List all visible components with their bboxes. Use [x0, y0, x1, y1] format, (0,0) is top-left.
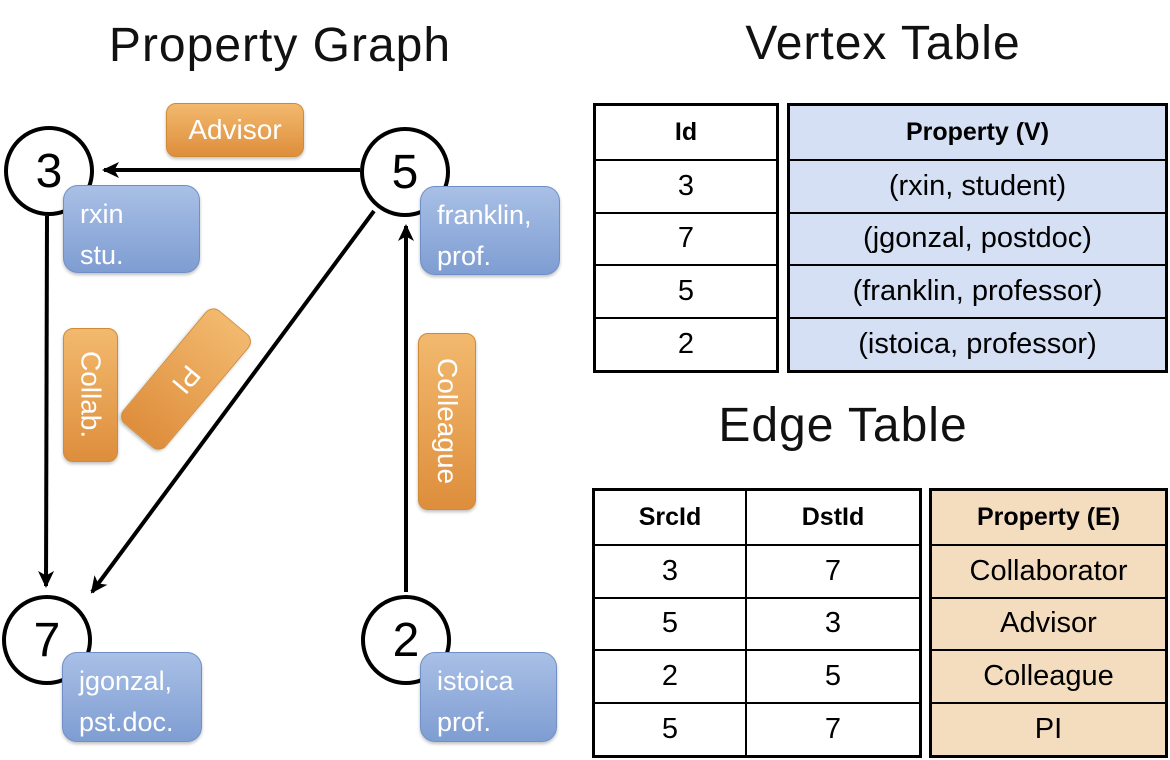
- callout-line: jgonzal,: [79, 666, 173, 696]
- callout-line: franklin,: [437, 200, 532, 230]
- edge-table-dst-cell: 5: [745, 649, 919, 703]
- edge-table-property-header: Property (E): [932, 491, 1165, 544]
- vertex-node-2: 2: [361, 595, 451, 685]
- vertex-callout-istoica: istoica prof.: [420, 652, 557, 742]
- edge-table-src-cell: 3: [595, 543, 745, 597]
- edge-table-property-cell: Collaborator: [932, 543, 1165, 597]
- vertex-table-id-cell: 7: [596, 211, 776, 265]
- vertex-node-5: 5: [360, 127, 450, 217]
- vertex-node-3-label: 3: [35, 144, 63, 198]
- vertex-table-property-column: Property (V) (rxin, student) (jgonzal, p…: [787, 103, 1168, 373]
- edge-table-src-cell: 2: [595, 649, 745, 702]
- edge-table-src-header: SrcId: [638, 502, 702, 531]
- callout-line: rxin: [80, 199, 124, 229]
- edge-table-id-columns: SrcId DstId 3 7 5 3 2 5 5 7: [592, 488, 922, 758]
- vertex-table-property-cell: (rxin, student): [790, 158, 1165, 212]
- vertex-node-7-label: 7: [33, 613, 61, 667]
- edge-table-dst-header: DstId: [745, 491, 919, 544]
- graph-edges-layer: [38, 162, 414, 594]
- edge-label-collab: Collab.: [63, 328, 118, 462]
- vertex-callout-franklin: franklin, prof.: [420, 186, 560, 275]
- vertex-table-property-cell: (jgonzal, postdoc): [790, 211, 1165, 265]
- edge-collab-line: [38, 215, 55, 588]
- vertex-table-property-cell: (franklin, professor): [790, 264, 1165, 318]
- property-graph-title: Property Graph: [108, 19, 452, 72]
- vertex-table-id-column: Id 3 7 5 2: [593, 103, 779, 373]
- edge-table-dst-cell: 7: [745, 543, 919, 597]
- vertex-callout-jgonzal: jgonzal, pst.doc.: [62, 652, 202, 742]
- vertex-node-2-label: 2: [392, 613, 420, 667]
- edge-table-property-cell: PI: [932, 702, 1165, 755]
- callout-line: prof.: [437, 240, 492, 271]
- vertex-table-id-header: Id: [674, 117, 698, 146]
- callout-line: pst.doc.: [79, 706, 174, 737]
- callout-line: istoica: [437, 666, 514, 696]
- edge-label-colleague: Colleague: [418, 333, 476, 510]
- edge-pi-line: [90, 209, 376, 594]
- vertex-node-5-label: 5: [391, 145, 419, 199]
- vertex-table-id-cell: 2: [596, 317, 776, 370]
- vertex-table-id-cell: 5: [596, 264, 776, 317]
- vertex-callout-rxin: rxin stu.: [63, 185, 200, 273]
- edge-table-src-cell: 5: [595, 596, 745, 650]
- edge-table-src-cell: 5: [595, 702, 745, 755]
- edge-table-property-column: Property (E) Collaborator Advisor Collea…: [929, 488, 1168, 758]
- edge-table-title: Edge Table: [718, 399, 968, 452]
- edge-label-advisor: Advisor: [166, 103, 304, 157]
- callout-line: prof.: [437, 706, 492, 737]
- vertex-table-property-header: Property (V): [790, 106, 1165, 159]
- callout-line: stu.: [80, 239, 124, 270]
- vertex-table-property-cell: (istoica, professor): [790, 317, 1165, 370]
- vertex-table-id-cell: 3: [596, 158, 776, 212]
- edge-table-dst-cell: 7: [745, 702, 919, 755]
- edge-table-dst-cell: 3: [745, 596, 919, 650]
- vertex-table-title: Vertex Table: [745, 17, 1021, 70]
- edge-table-property-cell: Colleague: [932, 649, 1165, 703]
- edge-table-property-cell: Advisor: [932, 596, 1165, 650]
